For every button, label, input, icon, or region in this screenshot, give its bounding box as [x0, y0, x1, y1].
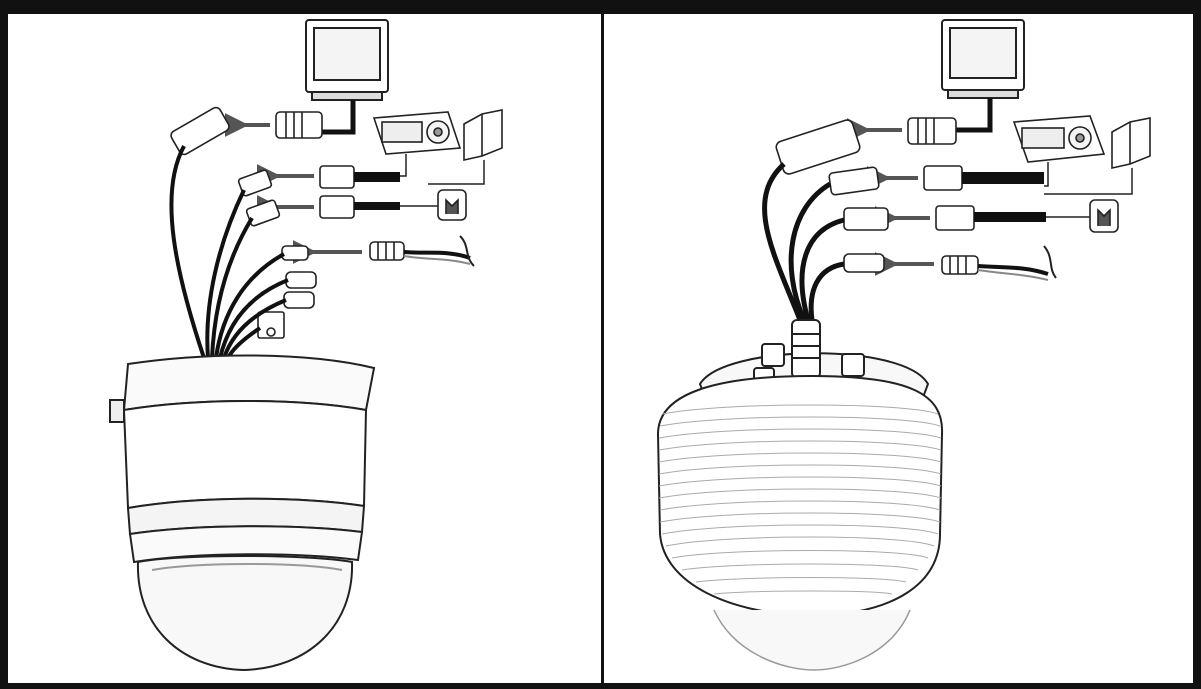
monitor-icon: [941, 19, 1025, 99]
panel-indoor-dome: [8, 14, 601, 683]
camera-bnc-connector: [775, 119, 861, 175]
power-dc-plug-icon: [941, 255, 979, 275]
outdoor-dome-camera: [656, 374, 944, 671]
bnc-plug-icon: [907, 117, 957, 145]
camera-rs485-connector: [237, 169, 273, 197]
cable-bundle: [762, 162, 845, 321]
power-adapter-icon: [437, 189, 467, 221]
rs485-plug-icon: [923, 165, 963, 191]
camera-audio-out-connector: [283, 291, 315, 309]
camera-alarm-connector: [843, 207, 889, 231]
bnc-plug-icon: [275, 111, 323, 139]
top-bar: [0, 0, 1201, 14]
camera-power-connector: [843, 253, 885, 273]
rs485-plug-icon: [319, 165, 355, 189]
frame-border-bottom: [0, 683, 1201, 689]
alarm-plug-icon: [319, 195, 355, 219]
camera-bnc-connector: [170, 106, 230, 156]
manual-book-icon: [463, 109, 503, 161]
alarm-cable: [974, 212, 1046, 222]
panel-outdoor-dome: [604, 14, 1193, 683]
manual-book-icon: [1111, 117, 1151, 169]
camera-power-connector: [281, 245, 309, 261]
rs485-cable: [354, 172, 400, 182]
frame-border-right: [1193, 0, 1201, 689]
indoor-dome-camera: [109, 354, 376, 672]
monitor-cable: [954, 98, 993, 133]
manual-line: [1044, 168, 1133, 195]
panel-divider: [601, 0, 604, 689]
alarm-cable: [354, 202, 400, 210]
rs485-cable: [962, 172, 1044, 184]
housing-ribs: [658, 404, 942, 595]
controller-keyboard-icon: [372, 111, 462, 155]
terminal-block-icon: [257, 311, 285, 339]
camera-alarm-connector: [245, 199, 281, 227]
power-cable-icon: [977, 264, 1049, 276]
monitor-icon: [305, 19, 389, 101]
frame-border-left: [0, 0, 8, 689]
power-dc-plug-icon: [369, 241, 405, 261]
outdoor-dome-diagram: [656, 19, 1151, 671]
indoor-dome-diagram: [109, 19, 503, 672]
power-cable-icon: [403, 250, 471, 260]
camera-audio-in-connector: [285, 271, 317, 289]
controller-cable: [1044, 162, 1049, 187]
manual-line: [428, 160, 485, 185]
power-adapter-icon: [1089, 199, 1119, 233]
monitor-cable: [320, 100, 356, 135]
camera-rs485-connector: [828, 166, 880, 196]
alarm-plug-icon: [935, 205, 975, 231]
controller-keyboard-icon: [1012, 115, 1106, 163]
